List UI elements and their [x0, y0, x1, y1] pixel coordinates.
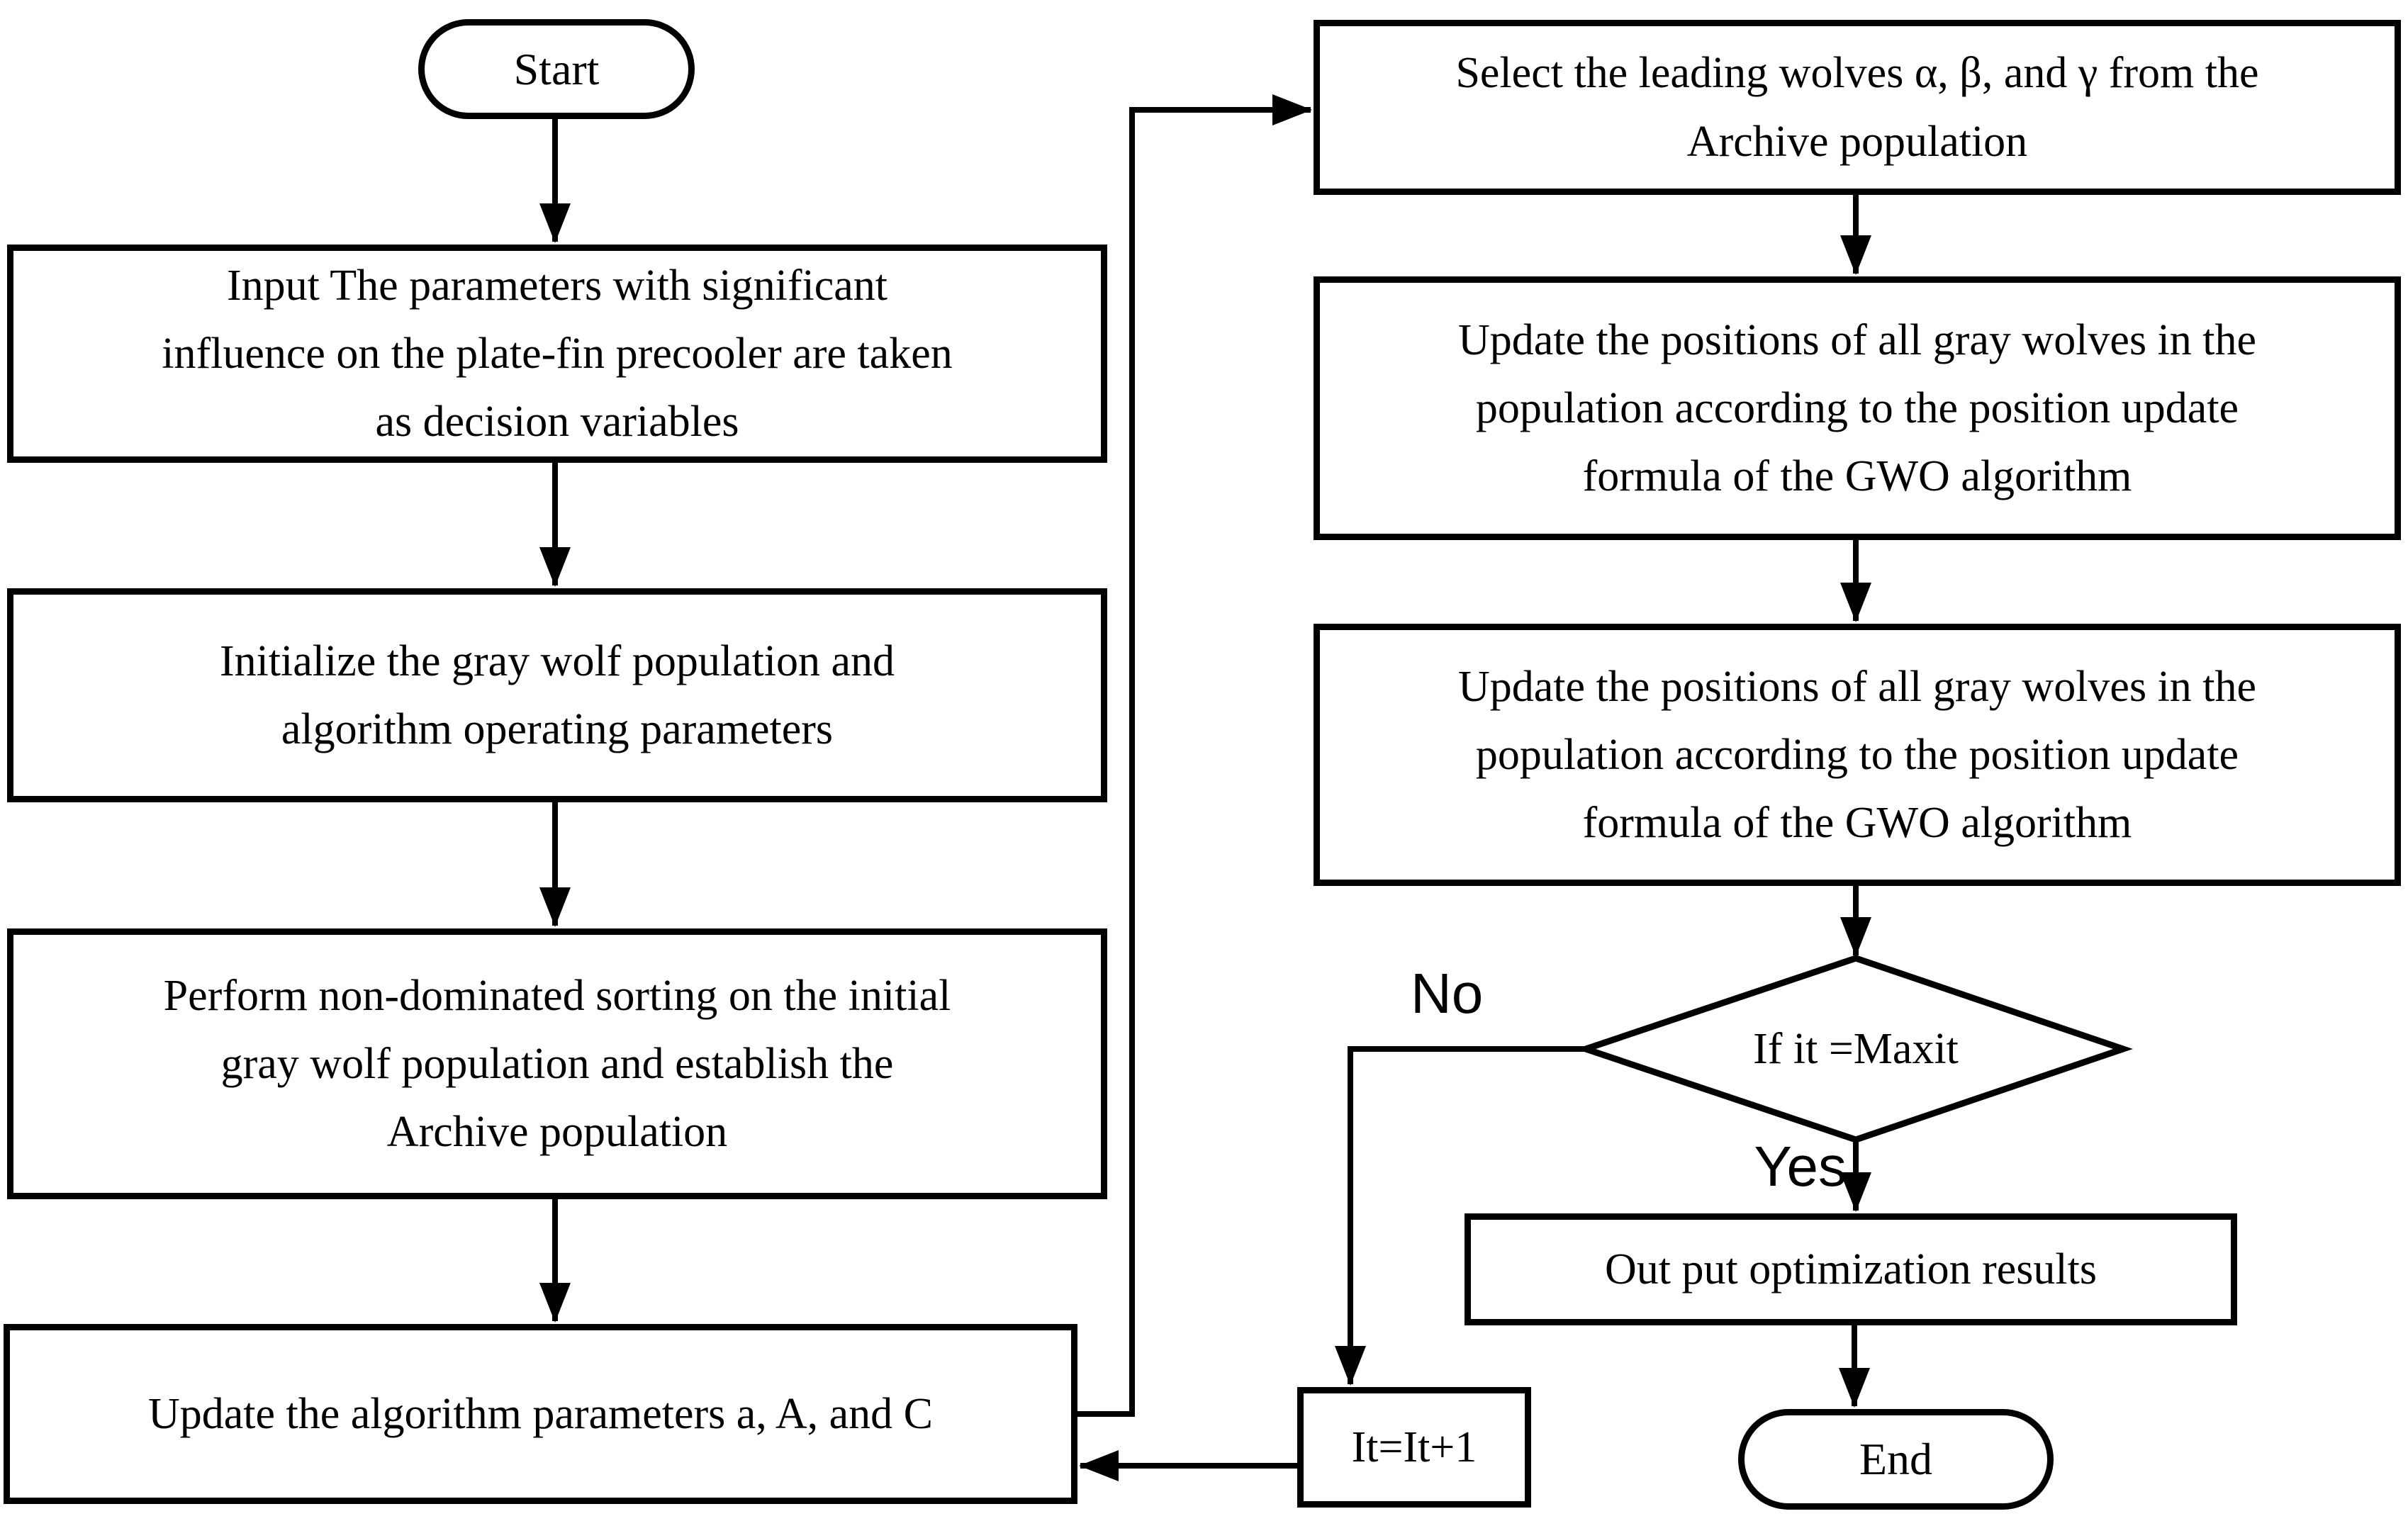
node-initialize-population-label: Initialize the gray wolf population and …	[219, 636, 895, 753]
node-end: End	[1738, 1409, 2054, 1510]
node-input-parameters-label: Input The parameters with significant in…	[162, 261, 953, 447]
node-input-parameters: Input The parameters with significant in…	[7, 245, 1107, 463]
node-update-positions-first: Update the positions of all gray wolves …	[1314, 276, 2401, 540]
node-increment-iteration-label: It=It+1	[1351, 1422, 1477, 1471]
node-output-results: Out put optimization results	[1465, 1213, 2237, 1325]
node-start: Start	[418, 19, 695, 119]
decision-yes-label: Yes	[1754, 1135, 1847, 1198]
node-iteration-check-label: If it =Maxit	[1753, 1024, 1959, 1073]
node-non-dominated-sorting-label: Perform non-dominated sorting on the ini…	[163, 971, 951, 1157]
node-select-leading-wolves: Select the leading wolves α, β, and γ fr…	[1314, 20, 2401, 195]
decision-no-label: No	[1411, 962, 1484, 1025]
node-non-dominated-sorting: Perform non-dominated sorting on the ini…	[7, 928, 1107, 1199]
node-end-label: End	[1859, 1434, 1933, 1485]
node-update-algorithm-parameters-label: Update the algorithm parameters a, A, an…	[147, 1389, 934, 1438]
node-initialize-population: Initialize the gray wolf population and …	[7, 588, 1107, 802]
node-update-positions-second-label: Update the positions of all gray wolves …	[1457, 662, 2257, 848]
node-iteration-check: If it =Maxit	[1601, 1008, 2111, 1090]
node-output-results-label: Out put optimization results	[1605, 1245, 2097, 1293]
node-update-positions-first-label: Update the positions of all gray wolves …	[1457, 315, 2257, 501]
node-start-label: Start	[513, 43, 600, 94]
node-update-positions-second: Update the positions of all gray wolves …	[1314, 624, 2401, 886]
edge-update-params-to-select	[1077, 94, 1312, 1417]
node-select-leading-wolves-label: Select the leading wolves α, β, and γ fr…	[1455, 49, 2259, 166]
node-update-algorithm-parameters: Update the algorithm parameters a, A, an…	[4, 1324, 1077, 1504]
node-increment-iteration: It=It+1	[1297, 1387, 1531, 1508]
